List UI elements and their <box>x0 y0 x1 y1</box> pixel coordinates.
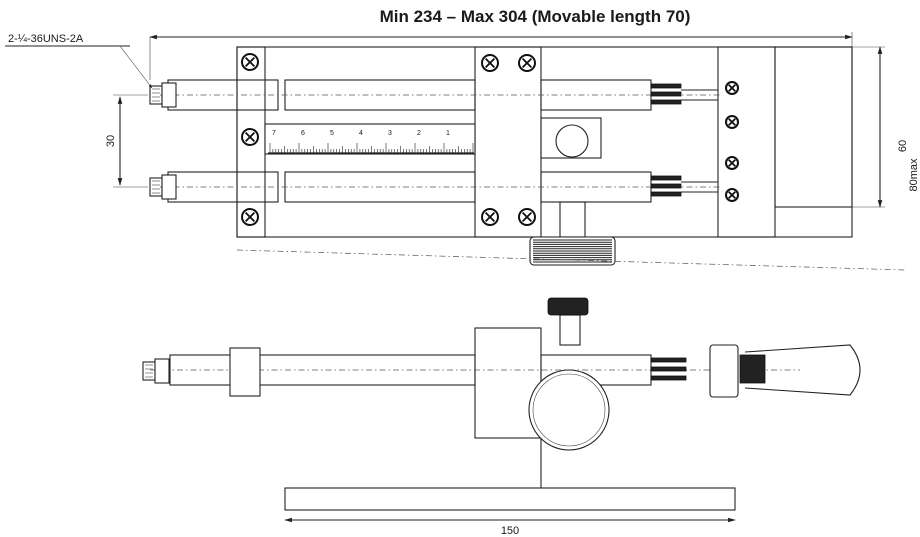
screw-icon <box>241 53 259 71</box>
top-right-block <box>774 46 853 208</box>
top-right-plate <box>717 46 776 238</box>
screw-icon <box>725 188 739 202</box>
height-max-dimension-label: 80max <box>908 158 920 192</box>
scale-mark: 3 <box>388 130 392 137</box>
screw-icon <box>518 54 536 72</box>
scale-labels: 7 6 5 4 3 2 1 <box>272 130 450 137</box>
spacing-dimension-label: 30 <box>105 135 117 147</box>
upper-fitting <box>149 82 177 108</box>
scale-mark: 1 <box>446 130 450 137</box>
scale-mark: 6 <box>301 130 305 137</box>
scale-mark: 2 <box>417 130 421 137</box>
thread-spec-label: 2-¼-36UNS-2A <box>8 33 84 45</box>
measuring-scale <box>264 123 476 155</box>
screw-icon <box>481 208 499 226</box>
height-dimension-label: 60 <box>897 140 909 152</box>
screw-icon <box>518 208 536 226</box>
top-adjust-knob <box>529 236 616 266</box>
side-left-fitting <box>142 358 170 384</box>
screw-icon <box>481 54 499 72</box>
screw-icon <box>241 208 259 226</box>
screw-icon <box>725 115 739 129</box>
screw-icon <box>241 128 259 146</box>
scale-mark: 7 <box>272 130 276 137</box>
upper-cable-leads <box>650 83 718 105</box>
screw-icon <box>725 81 739 95</box>
side-knob <box>547 297 589 316</box>
screw-group <box>241 53 739 226</box>
drawing-title: Min 234 – Max 304 (Movable length 70) <box>380 7 691 26</box>
base-width-dimension-label: 150 <box>501 525 519 537</box>
top-view <box>5 32 906 271</box>
side-right-clip <box>709 344 861 398</box>
side-left-clamp <box>229 347 261 397</box>
scale-mark: 4 <box>359 130 363 137</box>
side-wheel <box>528 369 610 451</box>
lower-cable-leads <box>650 175 718 197</box>
side-base <box>284 487 736 511</box>
scale-mark: 5 <box>330 130 334 137</box>
top-center-slider <box>474 46 542 238</box>
lower-fitting <box>149 174 177 200</box>
top-knob-circle <box>555 124 589 158</box>
side-view <box>142 297 861 523</box>
screw-icon <box>725 156 739 170</box>
